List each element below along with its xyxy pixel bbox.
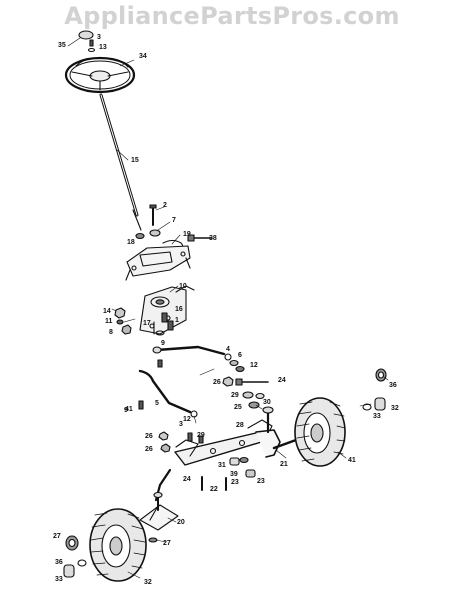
callout-label: 36 — [389, 382, 397, 389]
callout-label: 14 — [103, 308, 111, 315]
callout-label: 3 — [97, 34, 101, 41]
callout-label: 26 — [145, 433, 153, 440]
leader-lines — [67, 37, 389, 579]
callout-label: 23 — [231, 479, 239, 486]
callout-label: 10 — [179, 283, 187, 290]
left-tire — [89, 508, 147, 582]
callout-label: 29 — [231, 392, 239, 399]
callout-label: 25 — [234, 404, 242, 411]
callout-label: 15 — [131, 157, 139, 164]
callout-label: 23 — [257, 478, 265, 485]
right-spindle — [255, 406, 298, 458]
hub-cap — [65, 535, 79, 551]
callout-label: 39 — [230, 471, 238, 478]
steering-shaft — [99, 93, 142, 231]
callout-label: 19 — [183, 231, 191, 238]
callout-label: 27 — [53, 533, 61, 540]
left-spindle — [139, 468, 179, 531]
callout-label: 24 — [183, 476, 191, 483]
link-bushing — [229, 359, 245, 373]
callout-label: 20 — [177, 519, 185, 526]
callout-label: 8 — [109, 329, 113, 336]
callout-label: 6 — [238, 352, 242, 359]
steering-wheel — [64, 56, 136, 94]
callout-label: 7 — [172, 217, 176, 224]
callout-label: 22 — [210, 486, 218, 493]
bolt — [235, 378, 269, 386]
right-tire — [294, 397, 346, 467]
front-axle — [174, 419, 273, 466]
callout-label: 40 — [0, 0, 8, 2]
callout-label: 16 — [175, 306, 183, 313]
bolt — [201, 476, 227, 491]
callout-label: 32 — [391, 405, 399, 412]
hex-nut — [222, 376, 234, 387]
callout-label: 21 — [280, 461, 288, 468]
axle-fasteners — [229, 456, 256, 478]
tie-rod — [138, 369, 198, 418]
callout-label: 9 — [161, 340, 165, 347]
callout-label: 31 — [218, 462, 226, 469]
steering-cap — [78, 30, 94, 40]
callout-label: 32 — [144, 579, 152, 586]
bolt — [157, 359, 163, 368]
callout-label: 26 — [213, 379, 221, 386]
callout-label: 33 — [55, 576, 63, 583]
callout-label: 17 — [143, 320, 151, 327]
callout-label: 1 — [175, 317, 179, 324]
spindle-bushing — [242, 391, 265, 409]
callout-label: 4 — [226, 346, 230, 353]
callout-label: 18 — [127, 239, 135, 246]
callout-label: 3 — [179, 421, 183, 428]
callout-label: 30 — [263, 399, 271, 406]
hex-nut — [114, 307, 132, 335]
callout-label: 41 — [348, 457, 356, 464]
hub-cap — [375, 368, 387, 382]
callout-label: 12 — [250, 362, 258, 369]
drag-link — [152, 345, 232, 361]
pivot-bolt — [187, 432, 204, 444]
callout-label: 5 — [155, 400, 159, 407]
callout-label: 38 — [209, 235, 217, 242]
callout-label: 34 — [139, 53, 147, 60]
steering-support-plate — [125, 245, 191, 281]
wheel-bearing — [362, 397, 386, 411]
hex-nut — [158, 431, 171, 453]
callout-label: 33 — [373, 413, 381, 420]
callout-label: 27 — [163, 540, 171, 547]
callout-label: 29 — [197, 432, 205, 439]
cap-bolt — [87, 39, 96, 53]
wheel-bearing — [63, 559, 87, 578]
callout-label: 2 — [163, 202, 167, 209]
bolt — [149, 204, 157, 226]
shaft-bushing — [135, 229, 161, 240]
callout-label: 28 — [236, 422, 244, 429]
gear-fasteners — [153, 312, 174, 336]
callout-label: 26 — [145, 446, 153, 453]
callout-label: 35 — [58, 42, 66, 49]
callout-label: 9 — [124, 407, 128, 414]
callout-label: 12 — [183, 416, 191, 423]
callout-label: 13 — [99, 44, 107, 51]
callout-label: 41 — [125, 406, 133, 413]
callout-label: 36 — [55, 559, 63, 566]
bolt — [138, 400, 144, 410]
callout-label: 24 — [278, 377, 286, 384]
callout-label: 11 — [105, 318, 113, 325]
watermark: AppliancePartsPros.com — [64, 2, 400, 30]
